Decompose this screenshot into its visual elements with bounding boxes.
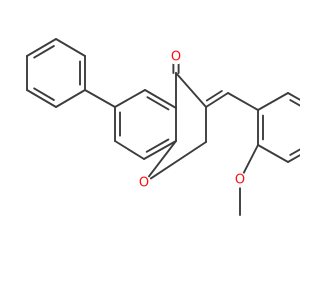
phenyl-bond-3 — [26, 38, 57, 57]
exocyclic-double-bond-inner — [205, 90, 223, 102]
methoxyphenyl-bond-5-inner — [289, 99, 300, 107]
phenyl-bond-5 — [26, 89, 57, 108]
benzo-bond-4 — [114, 140, 145, 160]
biaryl-bond — [84, 89, 116, 108]
benzo-bond-5-inner — [145, 138, 170, 153]
ring-bond-o1-c8a — [147, 140, 177, 178]
methoxyphenyl-bond-6 — [257, 92, 289, 111]
ketone-oxygen-atom: O — [168, 49, 184, 65]
methoxy-oxygen-label: O — [235, 173, 245, 188]
benzylidene-bond — [227, 92, 259, 111]
aryl-oxygen-bond — [242, 144, 259, 174]
chemical-structure-diagram: O O O — [26, 38, 300, 216]
bond-layer — [26, 38, 300, 216]
methoxyphenyl-bond-3 — [287, 154, 300, 163]
methoxy-oxygen-atom: O — [232, 172, 248, 188]
phenyl-bond-3-inner — [33, 45, 55, 59]
benzo-bond-2 — [114, 89, 146, 108]
methoxyphenyl-bond-5 — [287, 92, 300, 101]
benzo-bond-1 — [144, 89, 177, 109]
atom-label-layer: O O O — [136, 49, 248, 191]
phenyl-bond-2 — [55, 38, 86, 57]
benzo-bond-1-inner — [146, 96, 170, 111]
ketone-oxygen-label: O — [171, 50, 181, 65]
ring-oxygen-label: O — [139, 176, 149, 191]
phenyl-bond-6 — [55, 89, 86, 108]
benzo-bond-5 — [143, 140, 177, 160]
ring-bond-c4-c3 — [175, 72, 207, 108]
phenyl-bond-5-inner — [33, 87, 55, 101]
ring-oxygen-atom: O — [136, 175, 152, 191]
methoxyphenyl-bond-2 — [257, 144, 289, 163]
ring-bond-c2-o1 — [149, 141, 207, 180]
exocyclic-double-bond — [205, 92, 229, 108]
methoxyphenyl-bond-3-inner — [289, 148, 300, 156]
